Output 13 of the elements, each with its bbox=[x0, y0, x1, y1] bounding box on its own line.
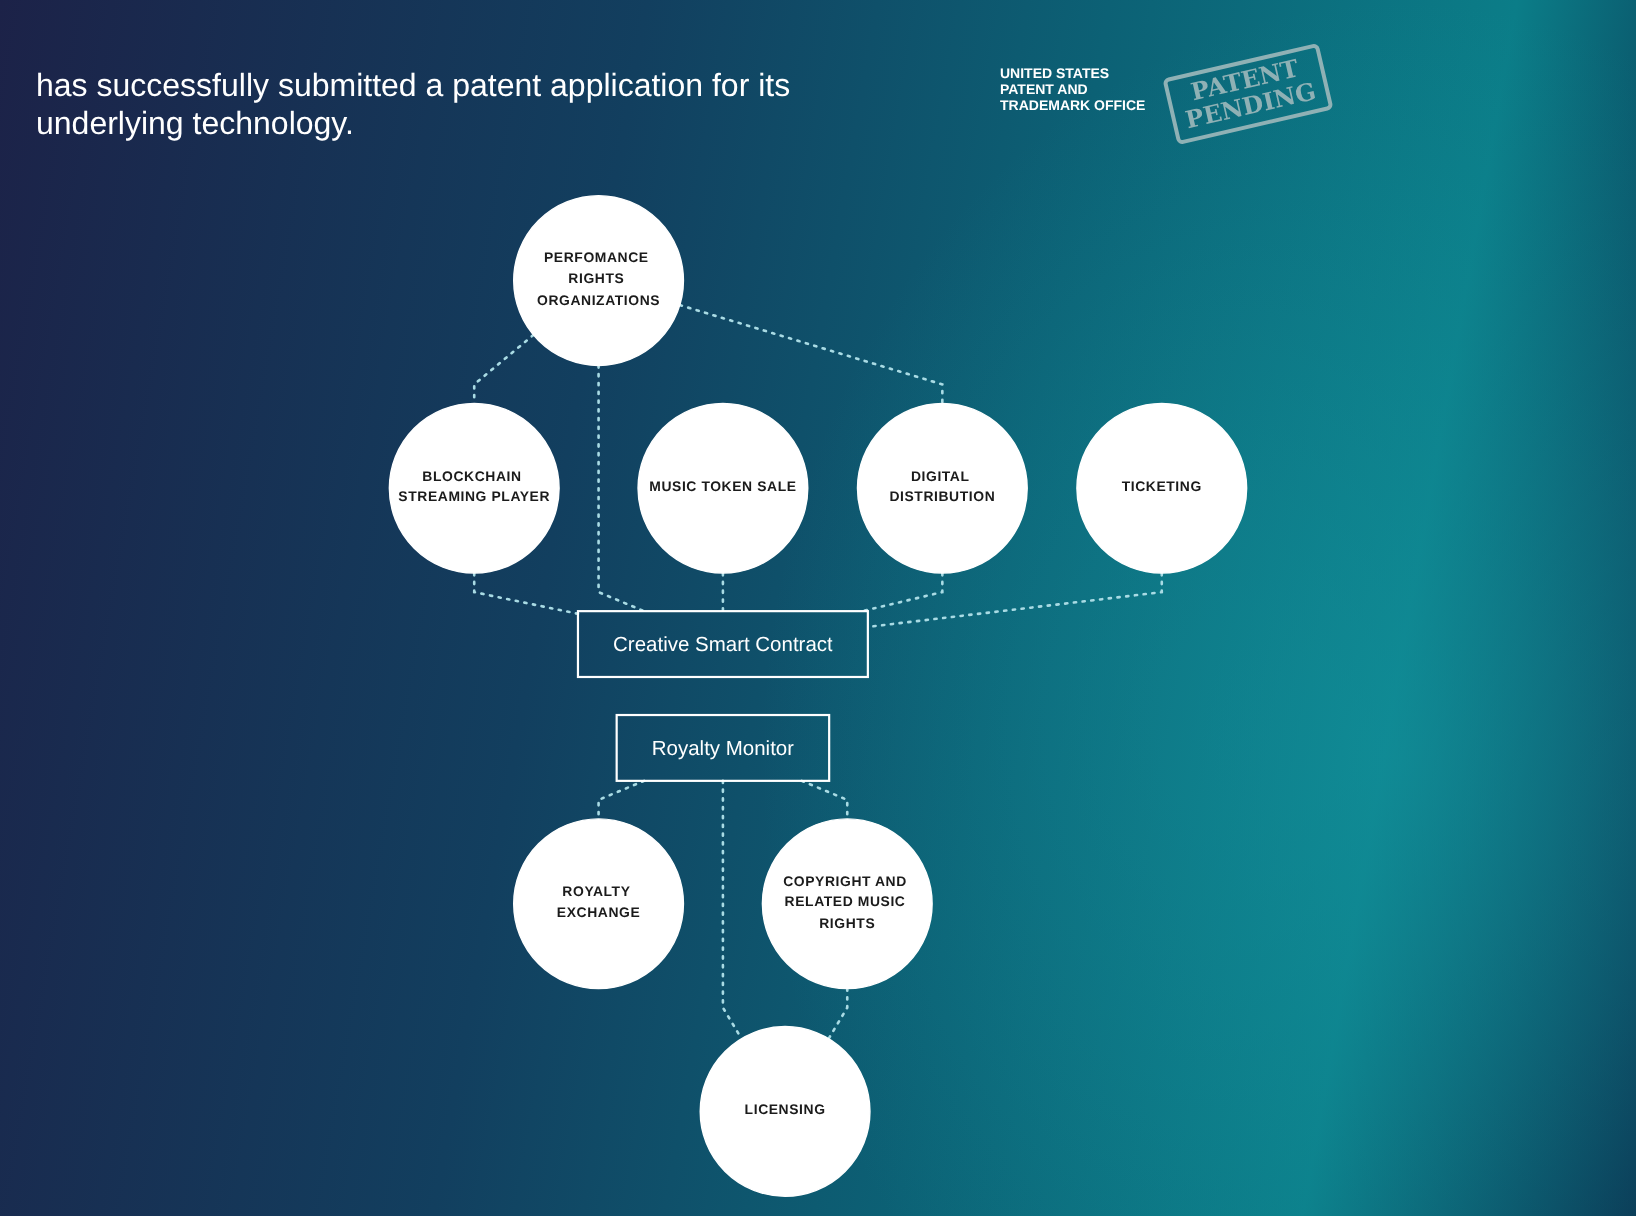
connector bbox=[800, 779, 849, 821]
node-box: Creative Smart Contract bbox=[576, 610, 869, 679]
connector bbox=[472, 571, 580, 616]
connector bbox=[866, 571, 1164, 629]
heading: has successfully submitted a patent application for its underlying technology. bbox=[36, 68, 793, 144]
connector bbox=[827, 987, 849, 1040]
connector bbox=[860, 571, 944, 613]
connector bbox=[597, 779, 646, 821]
connector bbox=[597, 364, 646, 613]
connector bbox=[678, 303, 944, 405]
connector bbox=[721, 571, 725, 613]
node-box: Royalty Monitor bbox=[615, 713, 831, 782]
connector bbox=[721, 779, 743, 1040]
